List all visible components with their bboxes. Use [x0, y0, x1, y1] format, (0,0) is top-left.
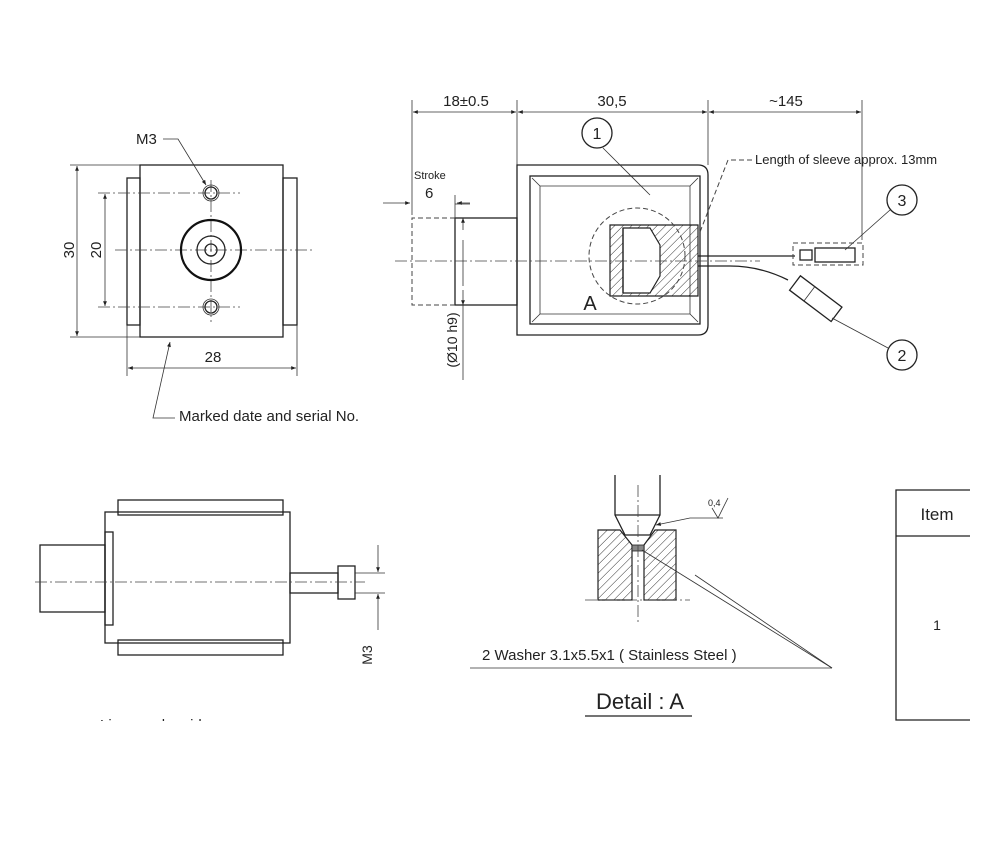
table-header-item: Item [920, 505, 953, 524]
section-view: 18±0.5 30,5 ~145 A Stroke 6 (Ø10 h9) [383, 93, 937, 380]
roughness-value: 0,4 [708, 498, 721, 508]
washer-note: 2 Washer 3.1x5.5x1 ( Stainless Steel ) [482, 647, 737, 664]
balloon-3-label: 3 [898, 193, 907, 210]
stroke-value: 6 [425, 185, 433, 202]
width-dim: 28 [205, 349, 222, 366]
height-dim: 30 [61, 242, 78, 259]
mounting-hole-top [204, 186, 218, 200]
mounting-hole-bottom [204, 300, 218, 314]
side-view: M3 [35, 499, 385, 665]
side-view-caption: Linear solenoid [100, 717, 202, 734]
nut [337, 565, 356, 600]
right-flange [282, 177, 298, 326]
sleeve-note: Length of sleeve approx. 13mm [755, 152, 937, 167]
connector-2 [788, 274, 843, 323]
body-length-dim: 30,5 [597, 93, 626, 110]
balloon-2-label: 2 [898, 348, 907, 365]
detail-marker: A [583, 293, 597, 315]
plunger [454, 217, 518, 306]
side-body [104, 511, 291, 644]
lead-wires [698, 255, 795, 281]
connector-3-outline [792, 242, 864, 266]
threaded-stud [289, 572, 339, 594]
detail-a-circle [588, 207, 686, 305]
front-thread-label: M3 [136, 131, 157, 148]
balloon-1 [581, 117, 613, 149]
marking-note: Marked date and serial No. [179, 408, 359, 425]
left-flange [126, 177, 141, 326]
parts-table: Item 1 [895, 489, 970, 721]
solenoid-body [139, 164, 284, 338]
stroke-label: Stroke [414, 170, 446, 182]
side-plunger [39, 544, 106, 613]
balloon-3 [886, 184, 918, 216]
side-thread-label: M3 [359, 645, 375, 665]
coil-housing [516, 164, 709, 336]
detail-a: 0,4 2 Washer 3.1x5.5x1 ( Stainless Steel… [470, 475, 833, 717]
table-row-1: 1 [933, 617, 941, 633]
connector-3 [814, 247, 856, 263]
plunger-extension-dim: 18±0.5 [443, 93, 489, 110]
plunger-diameter: (Ø10 h9) [444, 312, 460, 367]
plunger-face [179, 218, 243, 282]
balloon-1-label: 1 [593, 126, 602, 143]
detail-title: Detail : A [596, 689, 684, 714]
balloon-2 [886, 339, 918, 371]
front-view: M3 30 20 28 Marked date and serial No. [61, 131, 359, 425]
lead-length-dim: ~145 [769, 93, 803, 110]
table-row-2: 2 [933, 719, 941, 735]
hole-spacing-dim: 20 [88, 242, 105, 259]
